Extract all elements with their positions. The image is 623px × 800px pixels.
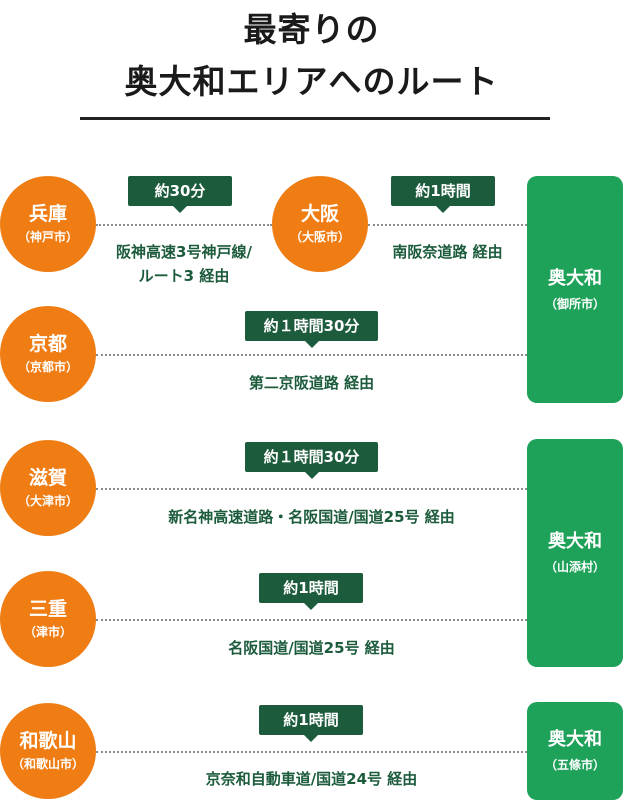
destination-city: （五條市） [544, 758, 605, 772]
route-line-mie [96, 619, 527, 621]
route-via-hyogo-osaka-line1: 阪神高速3号神戸線/ [116, 243, 252, 261]
time-badge-kyoto-gose: 約１時間30分 [245, 311, 378, 348]
origin-name: 京都 [28, 333, 67, 355]
origin-mie: 三重 （津市） [0, 571, 96, 667]
route-line-hyogo-osaka [96, 224, 272, 226]
origin-name: 大阪 [300, 203, 339, 225]
origin-shiga: 滋賀 （大津市） [0, 440, 96, 536]
destination-city: （山添村） [544, 560, 605, 574]
origin-name: 三重 [28, 598, 67, 620]
title-line1: 最寄りの [243, 10, 380, 49]
origin-city: （津市） [23, 625, 72, 639]
destination-name: 奥大和 [548, 267, 602, 289]
origin-city: （神戸市） [17, 230, 78, 244]
route-line-shiga [96, 488, 527, 490]
origin-city: （和歌山市） [11, 757, 84, 771]
origin-osaka: 大阪 （大阪市） [272, 176, 368, 272]
route-via-osaka-gose: 南阪奈道路 経由 [392, 243, 503, 261]
origin-city: （大津市） [17, 494, 78, 508]
destination-name: 奥大和 [548, 729, 602, 750]
origin-wakayama: 和歌山 （和歌山市） [0, 703, 96, 799]
destination-gose: 奥大和 （御所市） [527, 176, 623, 403]
route-via-hyogo-osaka-line2: ルート3 経由 [138, 267, 230, 285]
destination-city: （御所市） [544, 296, 605, 311]
time-badge-mie: 約1時間 [259, 573, 363, 610]
destination-gojo: 奥大和 （五條市） [527, 702, 623, 800]
title-underline [80, 117, 550, 120]
time-badge-wakayama: 約1時間 [259, 705, 363, 742]
route-line-wakayama [96, 751, 527, 753]
origin-kyoto: 京都 （京都市） [0, 306, 96, 402]
title-line2: 奥大和エリアへのルート [124, 62, 499, 101]
route-line-osaka-gose [368, 224, 527, 226]
route-via-wakayama: 京奈和自動車道/国道24号 経由 [205, 770, 418, 788]
route-via-kyoto-gose: 第二京阪道路 経由 [248, 374, 375, 392]
origin-city: （大阪市） [289, 230, 350, 244]
origin-name: 兵庫 [28, 203, 67, 225]
origin-hyogo: 兵庫 （神戸市） [0, 176, 96, 272]
time-badge-hyogo-osaka: 約30分 [128, 176, 232, 213]
time-badge-shiga: 約１時間30分 [245, 442, 378, 479]
route-via-shiga: 新名神高速道路・名阪国道/国道25号 経由 [168, 508, 455, 526]
origin-city: （京都市） [17, 360, 78, 374]
origin-name: 和歌山 [19, 730, 77, 752]
route-via-mie: 名阪国道/国道25号 経由 [228, 639, 395, 657]
route-line-kyoto-gose [96, 354, 527, 356]
destination-sanzoson: 奥大和 （山添村） [527, 439, 623, 667]
time-badge-osaka-gose: 約1時間 [391, 176, 495, 213]
destination-name: 奥大和 [548, 531, 602, 552]
origin-name: 滋賀 [28, 467, 67, 489]
